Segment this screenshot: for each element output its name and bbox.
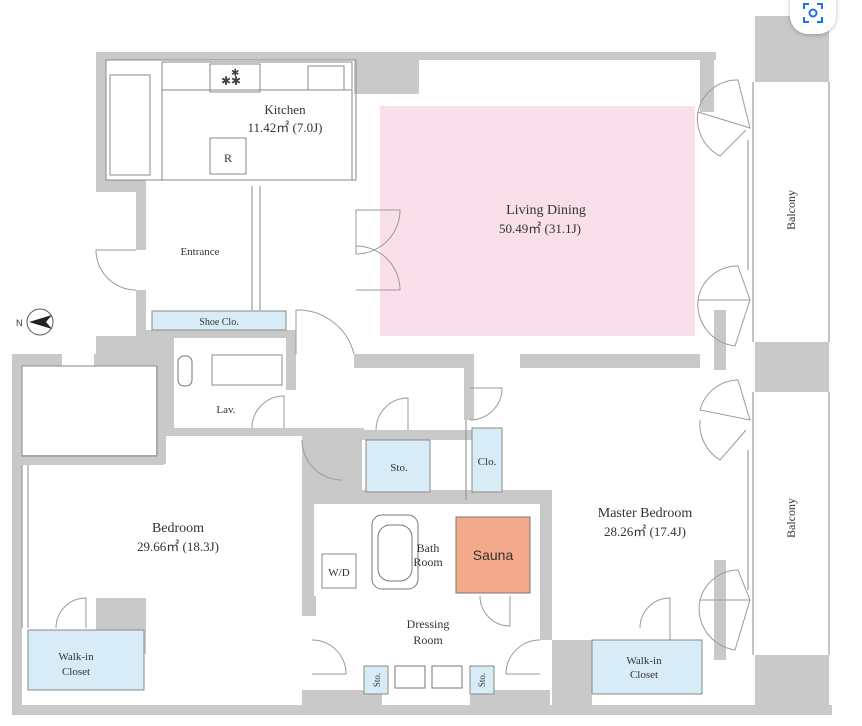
sauna-label: Sauna (473, 547, 514, 563)
walls (12, 52, 832, 715)
living-dining-area-label: 50.49㎡ (31.1J) (499, 221, 581, 236)
storage-area (365, 439, 431, 493)
shoe-closet-area (151, 310, 287, 331)
master-bedroom-area: 28.26㎡ (17.4J) (604, 524, 686, 539)
washer-dryer-label: W/D (328, 567, 349, 579)
walkin-closet-left-label-2: Closet (62, 666, 90, 678)
compass-north-label: N (16, 318, 23, 328)
kitchen-area: 11.42㎡ (7.0J) (248, 120, 323, 135)
svg-text:✱✱: ✱✱ (221, 74, 241, 88)
walkin-closet-left-label-1: Walk-in (58, 651, 94, 663)
living-dining-area (380, 106, 695, 336)
bath-room-label-1: Bath (417, 541, 440, 555)
kitchen-label: Kitchen (264, 102, 306, 117)
walkin-closet-right-label-2: Closet (630, 669, 658, 681)
zoom-button[interactable] (790, 0, 836, 34)
fridge-label: R (224, 151, 232, 165)
master-bedroom-label: Master Bedroom (598, 506, 693, 521)
living-dining-label: Living Dining (506, 203, 586, 218)
balcony-bottom-label: Balcony (784, 498, 798, 538)
doors (55, 79, 751, 675)
sauna-area (455, 516, 531, 594)
balcony-top-label: Balcony (784, 190, 798, 230)
closet-area (471, 427, 503, 493)
balcony-area (752, 16, 830, 705)
storage-label: Sto. (390, 462, 408, 474)
focus-scan-icon (803, 3, 823, 23)
small-storage-right-area (469, 665, 495, 695)
walkin-closet-right-area (591, 639, 703, 695)
room-outlines (21, 59, 749, 689)
shoe-closet-label: Shoe Clo. (199, 317, 238, 328)
bedroom-area: 29.66㎡ (18.3J) (137, 539, 219, 554)
entrance-label: Entrance (180, 246, 219, 258)
dressing-room-label-2: Room (413, 633, 443, 647)
small-storage-left-area (363, 665, 389, 695)
small-storage-left-label: Sto. (372, 673, 382, 687)
walkin-closet-right-label-1: Walk-in (626, 655, 662, 667)
stove-icon: ✱✱ ✱ (221, 68, 241, 88)
compass-icon (26, 308, 54, 336)
svg-text:✱: ✱ (231, 68, 239, 79)
dressing-room-label-1: Dressing (407, 617, 450, 631)
bedroom-label: Bedroom (152, 521, 204, 536)
closet-label: Clo. (478, 456, 497, 468)
walkin-closet-left-area (27, 629, 145, 691)
lav-label: Lav. (216, 404, 235, 416)
bath-room-label-2: Room (413, 555, 443, 569)
small-storage-right-label: Sto. (477, 673, 487, 687)
